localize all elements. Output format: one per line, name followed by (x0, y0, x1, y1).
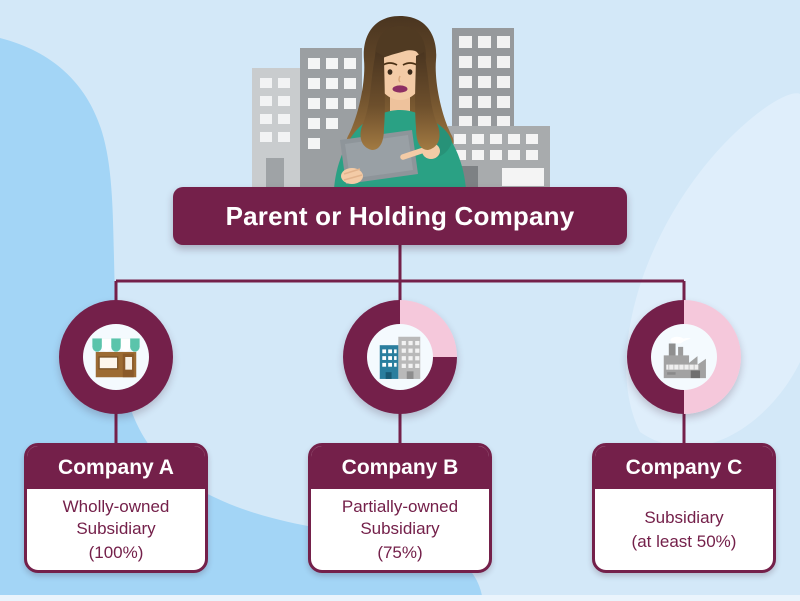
ownership-ring-company-b (343, 300, 457, 414)
hair-strand-left (360, 52, 385, 150)
holding-hand (341, 168, 363, 184)
company-card-b: Company B Partially-owned Subsidiary (75… (308, 443, 492, 573)
company-a-name: Company A (58, 455, 174, 479)
company-c-subtitle: Subsidiary (644, 507, 724, 527)
company-a-header: Company A (27, 446, 205, 489)
face-features (382, 62, 418, 93)
ownership-ring-center-c (651, 324, 717, 390)
company-b-body: Partially-owned Subsidiary (75%) (311, 489, 489, 570)
ownership-ring-company-c (627, 300, 741, 414)
company-b-header: Company B (311, 446, 489, 489)
city-buildings (252, 28, 550, 190)
company-a-body: Wholly-owned Subsidiary (100%) (27, 489, 205, 570)
company-c-name: Company C (625, 455, 743, 479)
company-a-detail: (100%) (88, 543, 144, 563)
hair-bangs (374, 26, 427, 62)
company-c-header: Company C (595, 446, 773, 489)
office-buildings-icon (379, 336, 421, 379)
company-card-c: Company C Subsidiary (at least 50%) (592, 443, 776, 573)
bottom-strip (0, 595, 800, 601)
ownership-ring-company-a (59, 300, 173, 414)
parent-company-title: Parent or Holding Company (225, 200, 575, 231)
building-right-wide (448, 126, 550, 190)
face (376, 44, 424, 100)
company-b-detail: (75%) (377, 543, 423, 563)
woman-with-tablet-illustration (252, 16, 550, 190)
ownership-ring-center-a (83, 324, 149, 390)
awning (92, 338, 140, 352)
company-a-subtitle: Wholly-owned Subsidiary (62, 496, 170, 538)
tablet-screen (345, 135, 413, 179)
parent-company-box: Parent or Holding Company (173, 187, 627, 245)
company-card-a: Company A Wholly-owned Subsidiary (100%) (24, 443, 208, 573)
ownership-ring-center-b (367, 324, 433, 390)
building-left-tall (300, 48, 362, 190)
hair-strand-right (415, 52, 440, 150)
factory-icon (663, 336, 706, 379)
woman-figure (334, 16, 466, 190)
building-right-tall (452, 28, 514, 140)
storefront-icon (92, 338, 140, 378)
company-b-name: Company B (341, 455, 459, 479)
company-c-detail: (at least 50%) (631, 532, 737, 552)
company-b-subtitle: Partially-owned Subsidiary (341, 496, 459, 538)
building-left-small (252, 68, 302, 190)
company-c-body: Subsidiary (at least 50%) (595, 489, 773, 570)
